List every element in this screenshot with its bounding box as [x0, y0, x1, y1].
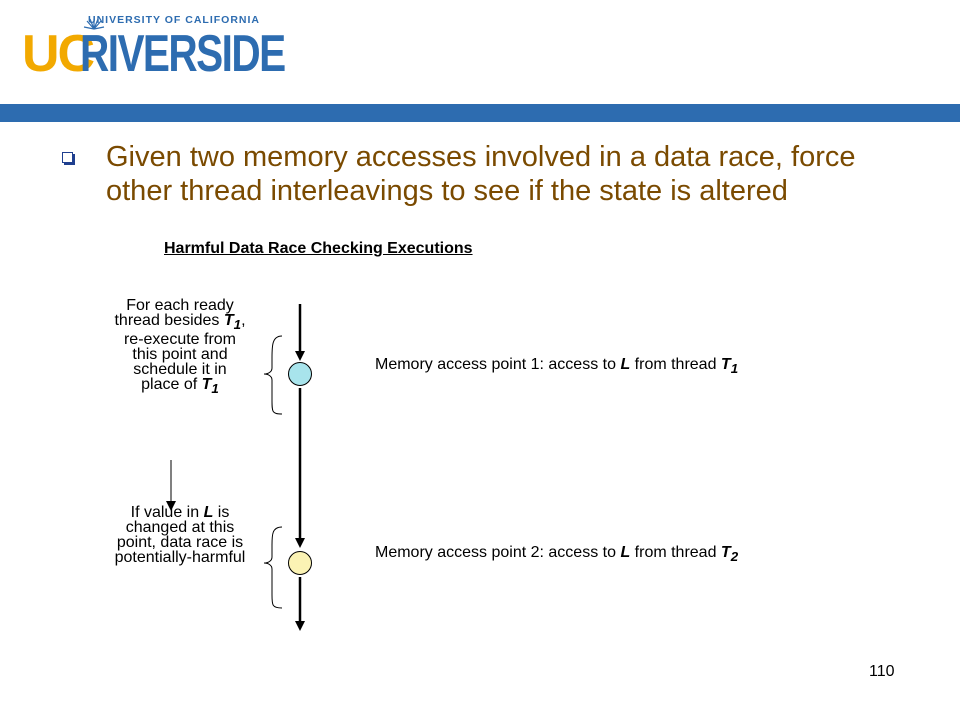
- header-bar: [0, 104, 960, 122]
- access-point-2-label: Memory access point 2: access to L from …: [375, 544, 738, 564]
- side-note-2-var-l: L: [203, 504, 214, 521]
- sunburst-logo-icon: [83, 18, 105, 30]
- access-2-thread-sub: 2: [730, 549, 739, 565]
- brace-2: [263, 526, 283, 609]
- access-1-thread-var: T: [720, 356, 731, 373]
- access-point-1-label: Memory access point 1: access to L from …: [375, 356, 738, 376]
- logo-riverside: RIVERSIDE: [80, 25, 286, 83]
- side-note-harmful: If value in L is changed at this point, …: [82, 504, 278, 566]
- side-note-1-thread-var-2: T: [201, 376, 212, 394]
- side-note-1-line-4: this point and: [132, 346, 228, 364]
- side-note-1-line-6: place of: [141, 376, 202, 394]
- access-1-var-l: L: [620, 356, 631, 373]
- bullet-text: Given two memory accesses involved in a …: [106, 141, 856, 207]
- side-note-1-thread-sub: 1: [233, 317, 242, 333]
- side-note-reexecute: For each ready thread besides T1, re-exe…: [82, 297, 278, 397]
- access-point-2-circle: [288, 551, 312, 575]
- side-note-1-line-3: re-execute from: [123, 331, 237, 349]
- side-note-1-comma: ,: [241, 312, 246, 329]
- access-1-thread-sub: 1: [730, 361, 739, 377]
- side-note-2-line-1-end: is: [213, 504, 230, 521]
- page-number: 110: [869, 663, 895, 680]
- access-point-1-circle: [288, 362, 312, 386]
- side-note-2-line-4: potentially-harmful: [114, 549, 246, 566]
- brace-1: [263, 335, 283, 415]
- side-note-1-line-2: thread besides: [114, 312, 224, 329]
- diagram-heading: Harmful Data Race Checking Executions: [164, 240, 473, 257]
- access-2-pre: Memory access point 2: access to: [375, 544, 621, 561]
- hollow-square-bullet-icon: [62, 152, 73, 163]
- access-1-pre: Memory access point 1: access to: [375, 356, 621, 373]
- access-1-mid: from thread: [630, 356, 721, 373]
- side-note-2-line-1: If value in: [130, 504, 204, 521]
- side-note-2-line-2: changed at this: [125, 519, 235, 536]
- access-2-mid: from thread: [630, 544, 721, 561]
- access-2-thread-var: T: [720, 544, 731, 561]
- access-2-var-l: L: [620, 544, 631, 561]
- university-line: UNIVERSITY OF CALIFORNIA: [88, 14, 260, 26]
- side-note-2-line-3: point, data race is: [116, 534, 244, 551]
- side-note-1-line-5: schedule it in: [133, 361, 227, 379]
- side-note-1-thread-var: T: [223, 312, 234, 329]
- logo-uc: UC: [22, 25, 95, 83]
- side-note-1-thread-sub-2: 1: [211, 381, 219, 397]
- uc-riverside-logo: UNIVERSITY OF CALIFORNIA UC RIVERSIDE: [22, 14, 286, 83]
- side-note-1-line-1: For each ready: [126, 297, 234, 314]
